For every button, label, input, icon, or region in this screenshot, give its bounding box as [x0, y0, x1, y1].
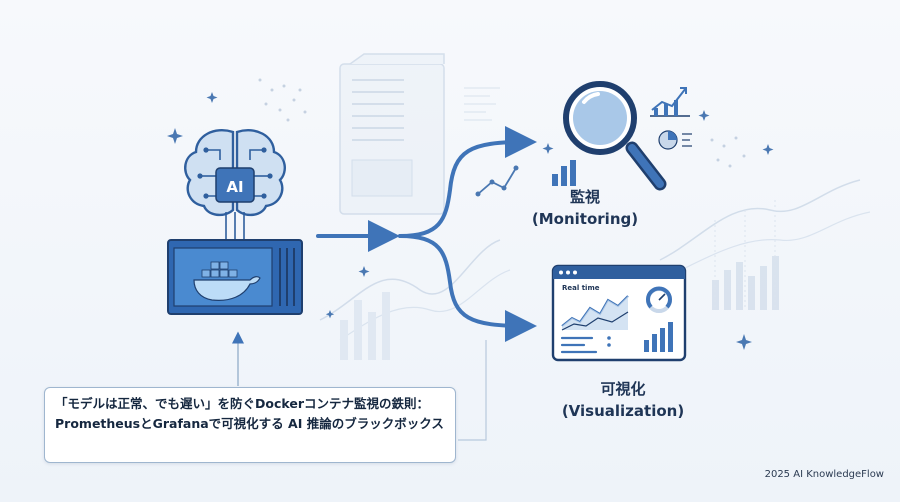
- sparkle-icons: [167, 92, 774, 350]
- dashboard-window: [551, 264, 687, 362]
- monitoring-label-ja: 監視: [569, 188, 600, 206]
- gauge-icon: [646, 286, 672, 313]
- article-title: 「モデルは正常、でも遅い」を防ぐDockerコンテナ監視の鉄則：Promethe…: [44, 387, 456, 463]
- growth-chart-icon: [650, 87, 690, 117]
- visualization-label: 可視化 (Visualization): [538, 378, 708, 422]
- visualization-label-ja: 可視化: [600, 380, 646, 398]
- brain-icon: [184, 129, 286, 240]
- monitoring-label: 監視 (Monitoring): [500, 186, 670, 230]
- ai-badge: AI: [226, 178, 243, 196]
- magnifier-icon: [563, 81, 667, 191]
- visualization-label-en: (Visualization): [561, 402, 685, 420]
- background-decor: [258, 78, 871, 360]
- dashboard-heading: Real time: [562, 284, 600, 292]
- monitoring-label-en: (Monitoring): [531, 210, 639, 228]
- bar-chart-icon: [552, 160, 576, 186]
- docker-whale-icon: [193, 261, 261, 301]
- docker-container-icon: [167, 239, 303, 315]
- server-icon: [339, 53, 500, 215]
- pie-chart-icon: [658, 130, 692, 150]
- credit-text: 2025 AI KnowledgeFlow: [764, 469, 884, 480]
- side-connector: [458, 340, 487, 441]
- flow-connectors: [316, 126, 537, 342]
- trend-line-icon: [477, 167, 517, 195]
